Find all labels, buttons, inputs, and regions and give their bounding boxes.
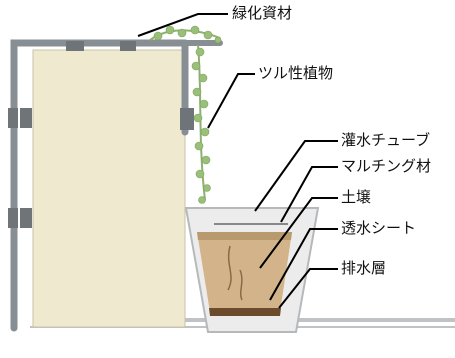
label-drainage-layer: 排水層 xyxy=(341,259,387,277)
label-mulching-material: マルチング材 xyxy=(341,157,432,175)
ivy-vine xyxy=(149,25,222,204)
label-ivy-plant: ツル性植物 xyxy=(258,64,334,82)
leader-greening xyxy=(137,13,228,37)
planter xyxy=(184,207,320,333)
label-soil: 土壌 xyxy=(341,188,372,206)
pipe-brackets xyxy=(8,41,194,228)
label-greening-material: 緑化資材 xyxy=(232,4,293,22)
leader-soil xyxy=(259,197,338,269)
soil-layer xyxy=(197,232,292,312)
leader-drain xyxy=(278,268,338,309)
roots xyxy=(227,245,243,301)
drainage-layer-fill xyxy=(209,308,281,316)
label-irrigation-tube: 灌水チューブ xyxy=(341,131,431,149)
leader-ivy xyxy=(207,73,255,129)
label-permeable-sheet: 透水シート xyxy=(341,219,417,237)
leader-sheet xyxy=(269,228,338,301)
leader-irrigation xyxy=(254,140,338,212)
leader-mulch xyxy=(280,166,338,223)
mulch-layer xyxy=(197,232,292,240)
leader-lines xyxy=(137,13,338,309)
building-wall xyxy=(32,49,186,328)
